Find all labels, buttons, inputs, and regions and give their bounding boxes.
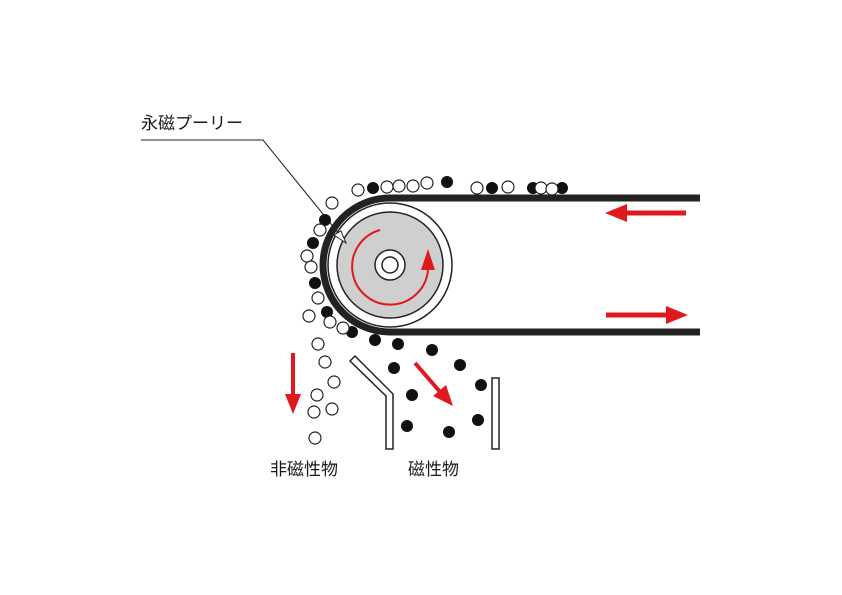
non-magnetic-particle [336, 321, 350, 335]
magnetic-particle [443, 426, 455, 438]
non-magnetic-particle [310, 388, 324, 402]
magnetic-particle [454, 359, 466, 371]
non-magnetic-particle [308, 431, 322, 445]
arrow-right-icon [606, 306, 688, 324]
magnetic-particle [401, 420, 413, 432]
non-magnetic-label: 非磁性物 [270, 460, 338, 480]
pulley-label: 永磁プーリー [141, 114, 243, 134]
non-magnetic-particle [300, 249, 314, 263]
non-magnetic-particle [327, 375, 341, 389]
magnetic-pulley [327, 202, 453, 328]
magnetic-particle [388, 362, 400, 374]
magnetic-particle [472, 414, 484, 426]
non-magnetic-particle [470, 181, 484, 195]
non-magnetic-particle [302, 309, 316, 323]
non-magnetic-particle [380, 180, 394, 194]
non-magnetic-particle [325, 402, 339, 416]
magnetic-particle [426, 344, 438, 356]
non-magnetic-particle [311, 337, 325, 351]
magnetic-particle [475, 379, 487, 391]
non-magnetic-particle [307, 405, 321, 419]
non-magnetic-particle [351, 183, 365, 197]
non-magnetic-particle [392, 179, 406, 193]
non-magnetic-particle [501, 180, 515, 194]
magnetic-particle [321, 306, 333, 318]
non-magnetic-particle [304, 260, 318, 274]
magnetic-particle [406, 389, 418, 401]
non-magnetic-particle [311, 291, 325, 305]
non-magnetic-particle [406, 179, 420, 193]
magnetic-particle [556, 182, 568, 194]
non-magnetic-particle [325, 196, 339, 210]
arrow-down-right-icon [413, 361, 453, 406]
magnetic-particle [319, 214, 331, 226]
non-magnetic-particle [318, 355, 332, 369]
arrow-down-icon [285, 353, 301, 414]
magnetic-particle [307, 237, 319, 249]
particles [300, 176, 568, 445]
non-magnetic-particle [420, 176, 434, 190]
conveyor-belt [319, 194, 700, 336]
collection-wall [491, 377, 500, 450]
magnetic-particle [392, 338, 404, 350]
magnetic-particle [369, 334, 381, 346]
separator-plate [348, 354, 394, 450]
rotation-arrow-icon [351, 229, 435, 306]
non-magnetic-particle [545, 182, 559, 196]
non-magnetic-particle [323, 315, 337, 329]
magnetic-particle [309, 277, 321, 289]
magnetic-particle [367, 182, 379, 194]
magnetic-particle [486, 182, 498, 194]
arrow-left-icon [605, 204, 686, 222]
magnetic-particle [441, 176, 453, 188]
non-magnetic-particle [534, 181, 548, 195]
pulley-leader-line [141, 139, 348, 245]
non-magnetic-particle [313, 223, 327, 237]
magnetic-label: 磁性物 [408, 460, 459, 480]
